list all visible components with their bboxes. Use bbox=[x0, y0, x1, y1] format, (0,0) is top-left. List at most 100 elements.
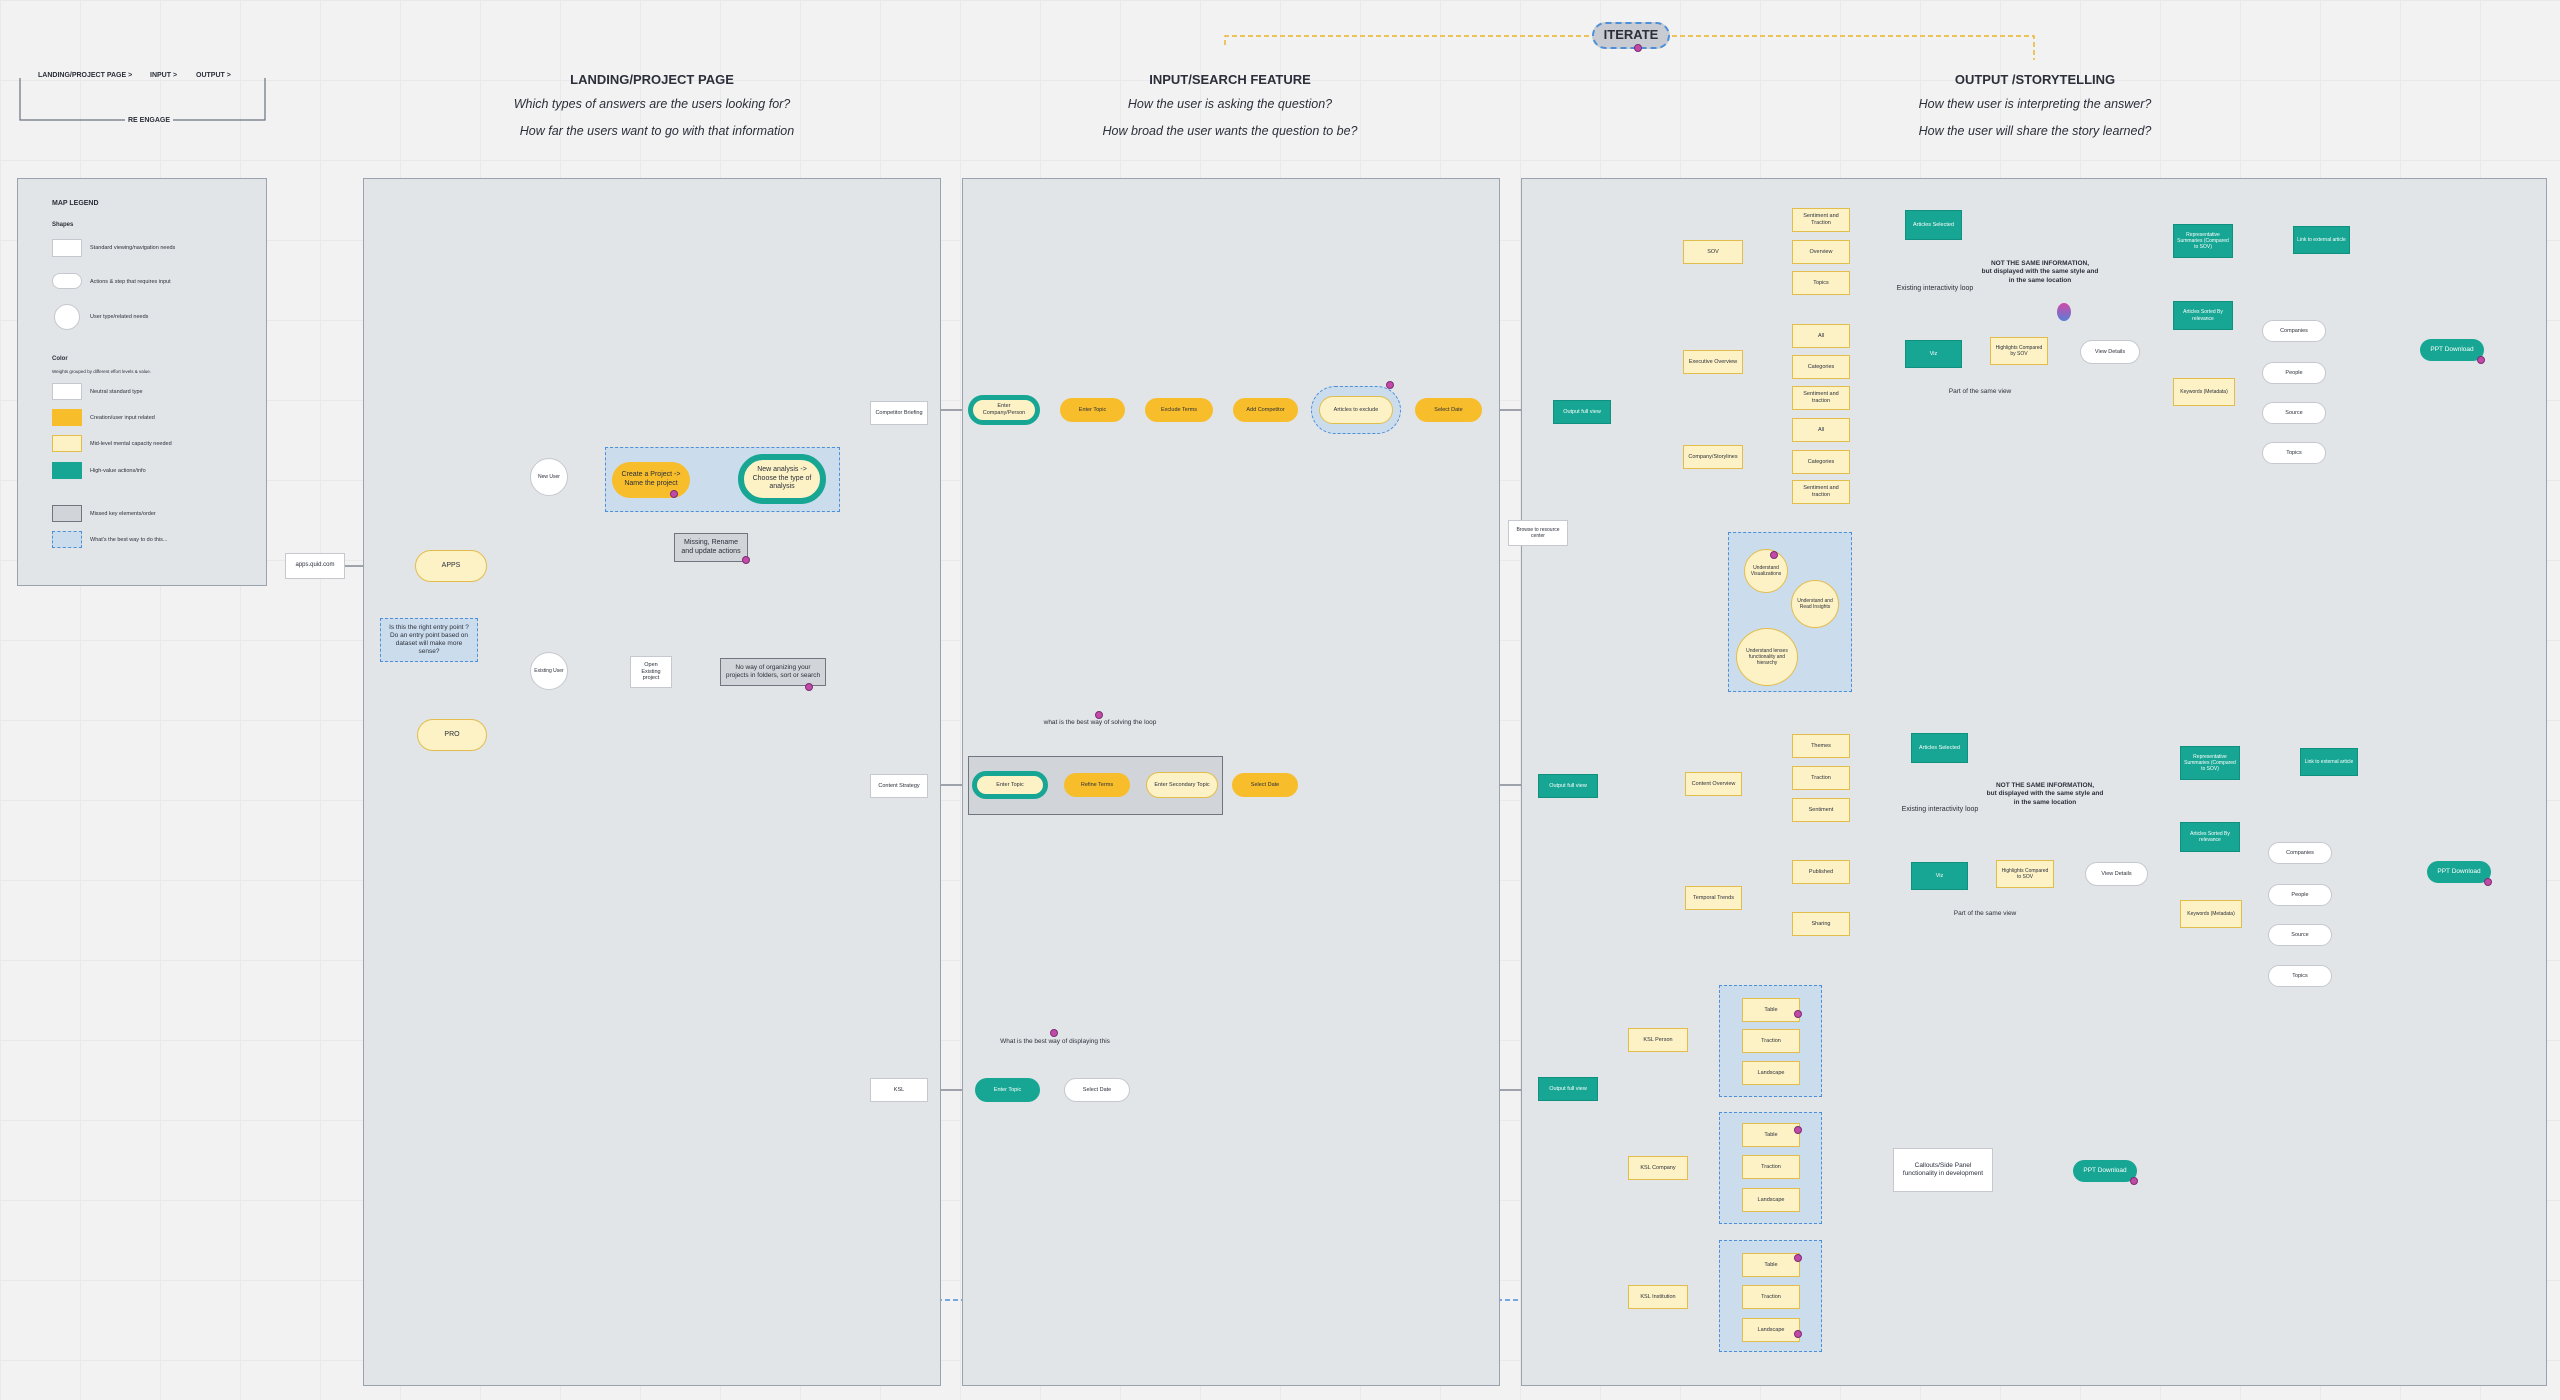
comment-marker[interactable] bbox=[1634, 44, 1642, 52]
ppt-download-2[interactable]: PPT Download bbox=[2427, 861, 2491, 883]
keywords-2[interactable]: Keywords (Metadata) bbox=[2180, 900, 2242, 928]
highlights-1[interactable]: Highlights Compared by SOV bbox=[1990, 337, 2048, 365]
ksl-enter-topic-node[interactable]: Enter Topic bbox=[975, 1078, 1040, 1102]
comment-marker[interactable] bbox=[805, 683, 813, 691]
view-details-2[interactable]: View Details bbox=[2085, 862, 2148, 886]
ppt-download-3[interactable]: PPT Download bbox=[2073, 1160, 2137, 1182]
ksl-p-table[interactable]: Table bbox=[1742, 998, 1800, 1022]
comment-marker[interactable] bbox=[2130, 1177, 2138, 1185]
cs-refine-node[interactable]: Refine Terms bbox=[1064, 773, 1130, 797]
comment-marker[interactable] bbox=[1794, 1330, 1802, 1338]
topics-1[interactable]: Topics bbox=[2262, 442, 2326, 464]
company-storylines-node[interactable]: Company/Storylines bbox=[1683, 445, 1743, 469]
ksl-node[interactable]: KSL bbox=[870, 1078, 928, 1102]
comment-marker[interactable] bbox=[670, 490, 678, 498]
companies-2[interactable]: Companies bbox=[2268, 842, 2332, 864]
comment-marker[interactable] bbox=[1794, 1126, 1802, 1134]
comment-marker[interactable] bbox=[2484, 878, 2492, 886]
add-competitor-node[interactable]: Add Competitor bbox=[1233, 398, 1298, 422]
comment-marker[interactable] bbox=[1770, 551, 1778, 559]
source-1[interactable]: Source bbox=[2262, 402, 2326, 424]
viz-node-1[interactable]: Viz bbox=[1905, 340, 1962, 368]
sharing-node[interactable]: Sharing bbox=[1792, 912, 1850, 936]
ksl-i-traction[interactable]: Traction bbox=[1742, 1285, 1800, 1309]
articles-selected-2[interactable]: Articles Selected bbox=[1911, 733, 1968, 763]
browse-resource-node[interactable]: Browse to resource center bbox=[1508, 520, 1568, 546]
comment-marker[interactable] bbox=[1794, 1254, 1802, 1262]
nav-reengage[interactable]: RE ENGAGE bbox=[125, 116, 174, 126]
temporal-trends-node[interactable]: Temporal Trends bbox=[1685, 886, 1742, 910]
comment-marker[interactable] bbox=[742, 556, 750, 564]
understand-lenses-node[interactable]: Understand lenses functionality and hier… bbox=[1736, 628, 1798, 686]
site-node[interactable]: apps.quid.com bbox=[285, 553, 345, 579]
companies-1[interactable]: Companies bbox=[2262, 320, 2326, 342]
competitor-briefing-node[interactable]: Competitor Briefing bbox=[870, 401, 928, 425]
new-analysis-node[interactable]: New analysis -> Choose the type of analy… bbox=[738, 454, 826, 504]
articles-sorted-2[interactable]: Articles Sorted By relevance bbox=[2180, 822, 2240, 852]
ksl-i-landscape[interactable]: Landscape bbox=[1742, 1318, 1800, 1342]
comment-marker-cluster[interactable] bbox=[2057, 303, 2071, 321]
exclude-terms-node[interactable]: Exclude Terms bbox=[1145, 398, 1213, 422]
comment-marker[interactable] bbox=[1386, 381, 1394, 389]
ppt-download-1[interactable]: PPT Download bbox=[2420, 339, 2484, 361]
ksl-i-table[interactable]: Table bbox=[1742, 1253, 1800, 1277]
articles-sorted-1[interactable]: Articles Sorted By relevance bbox=[2173, 301, 2233, 330]
ksl-p-traction[interactable]: Traction bbox=[1742, 1029, 1800, 1053]
comment-marker[interactable] bbox=[1050, 1029, 1058, 1037]
ksl-company-node[interactable]: KSL Company bbox=[1628, 1156, 1688, 1180]
themes-node[interactable]: Themes bbox=[1792, 734, 1850, 758]
comment-marker[interactable] bbox=[1095, 711, 1103, 719]
published-node[interactable]: Published bbox=[1792, 860, 1850, 884]
rep-summaries-2[interactable]: Representative Summaries (Compared to SO… bbox=[2180, 746, 2240, 780]
enter-company-node[interactable]: Enter Company/Person bbox=[968, 395, 1040, 425]
articles-selected-1[interactable]: Articles Selected bbox=[1905, 210, 1962, 240]
cs-categories[interactable]: Categories bbox=[1792, 450, 1850, 474]
understand-viz-node[interactable]: Understand Visualizations bbox=[1744, 549, 1788, 593]
traction-node[interactable]: Traction bbox=[1792, 766, 1850, 790]
output-full-view-1[interactable]: Output full view bbox=[1553, 400, 1611, 424]
sentiment-node[interactable]: Sentiment bbox=[1792, 798, 1850, 822]
content-overview-node[interactable]: Content Overview bbox=[1685, 772, 1742, 796]
highlights-2[interactable]: Highlights Compared to SOV bbox=[1996, 860, 2054, 888]
ov-categories[interactable]: Categories bbox=[1792, 355, 1850, 379]
comment-marker[interactable] bbox=[2477, 356, 2485, 364]
ksl-person-node[interactable]: KSL Person bbox=[1628, 1028, 1688, 1052]
topics-2[interactable]: Topics bbox=[2268, 965, 2332, 987]
nav-input[interactable]: INPUT > bbox=[150, 72, 178, 79]
select-date-node[interactable]: Select Date bbox=[1415, 398, 1482, 422]
ksl-c-table[interactable]: Table bbox=[1742, 1123, 1800, 1147]
ksl-p-landscape[interactable]: Landscape bbox=[1742, 1061, 1800, 1085]
existing-user-node[interactable]: Existing User bbox=[530, 652, 568, 690]
apps-node[interactable]: APPS bbox=[415, 550, 487, 582]
ksl-c-landscape[interactable]: Landscape bbox=[1742, 1188, 1800, 1212]
nav-output[interactable]: OUTPUT > bbox=[196, 72, 231, 79]
cs-enter-topic-node[interactable]: Enter Topic bbox=[972, 771, 1048, 799]
sov-topics[interactable]: Topics bbox=[1792, 271, 1850, 295]
articles-exclude-node[interactable]: Articles to exclude bbox=[1319, 396, 1393, 424]
link-external-2[interactable]: Link to external article bbox=[2300, 748, 2358, 776]
ksl-select-date-node[interactable]: Select Date bbox=[1064, 1078, 1130, 1102]
rep-summaries-1[interactable]: Representative Summaries (Compared to SO… bbox=[2173, 224, 2233, 258]
comment-marker[interactable] bbox=[1794, 1010, 1802, 1018]
sov-sent-traction[interactable]: Sentiment and Traction bbox=[1792, 208, 1850, 232]
people-1[interactable]: People bbox=[2262, 362, 2326, 384]
content-strategy-node[interactable]: Content Strategy bbox=[870, 774, 928, 798]
understand-insights-node[interactable]: Understand and Read Insights bbox=[1791, 580, 1839, 628]
ov-sent-traction[interactable]: Sentiment and traction bbox=[1792, 386, 1850, 410]
nav-landing[interactable]: LANDING/PROJECT PAGE > bbox=[38, 72, 133, 79]
output-full-view-3[interactable]: Output full view bbox=[1538, 1077, 1598, 1101]
exec-overview-node[interactable]: Executive Overview bbox=[1683, 350, 1743, 374]
link-external-1[interactable]: Link to external article bbox=[2293, 226, 2350, 254]
keywords-1[interactable]: Keywords (Metadata) bbox=[2173, 378, 2235, 406]
enter-topic-node[interactable]: Enter Topic bbox=[1060, 398, 1125, 422]
create-project-node[interactable]: Create a Project -> Name the project bbox=[612, 462, 690, 498]
ov-all[interactable]: All bbox=[1792, 324, 1850, 348]
cs-all[interactable]: All bbox=[1792, 418, 1850, 442]
cs-sent-traction[interactable]: Sentiment and traction bbox=[1792, 480, 1850, 504]
iterate-pill[interactable]: ITERATE bbox=[1592, 22, 1670, 49]
cs-secondary-node[interactable]: Enter Secondary Topic bbox=[1146, 772, 1218, 798]
sov-overview[interactable]: Overview bbox=[1792, 240, 1850, 264]
people-2[interactable]: People bbox=[2268, 884, 2332, 906]
output-full-view-2[interactable]: Output full view bbox=[1538, 774, 1598, 798]
new-user-node[interactable]: New User bbox=[530, 458, 568, 496]
